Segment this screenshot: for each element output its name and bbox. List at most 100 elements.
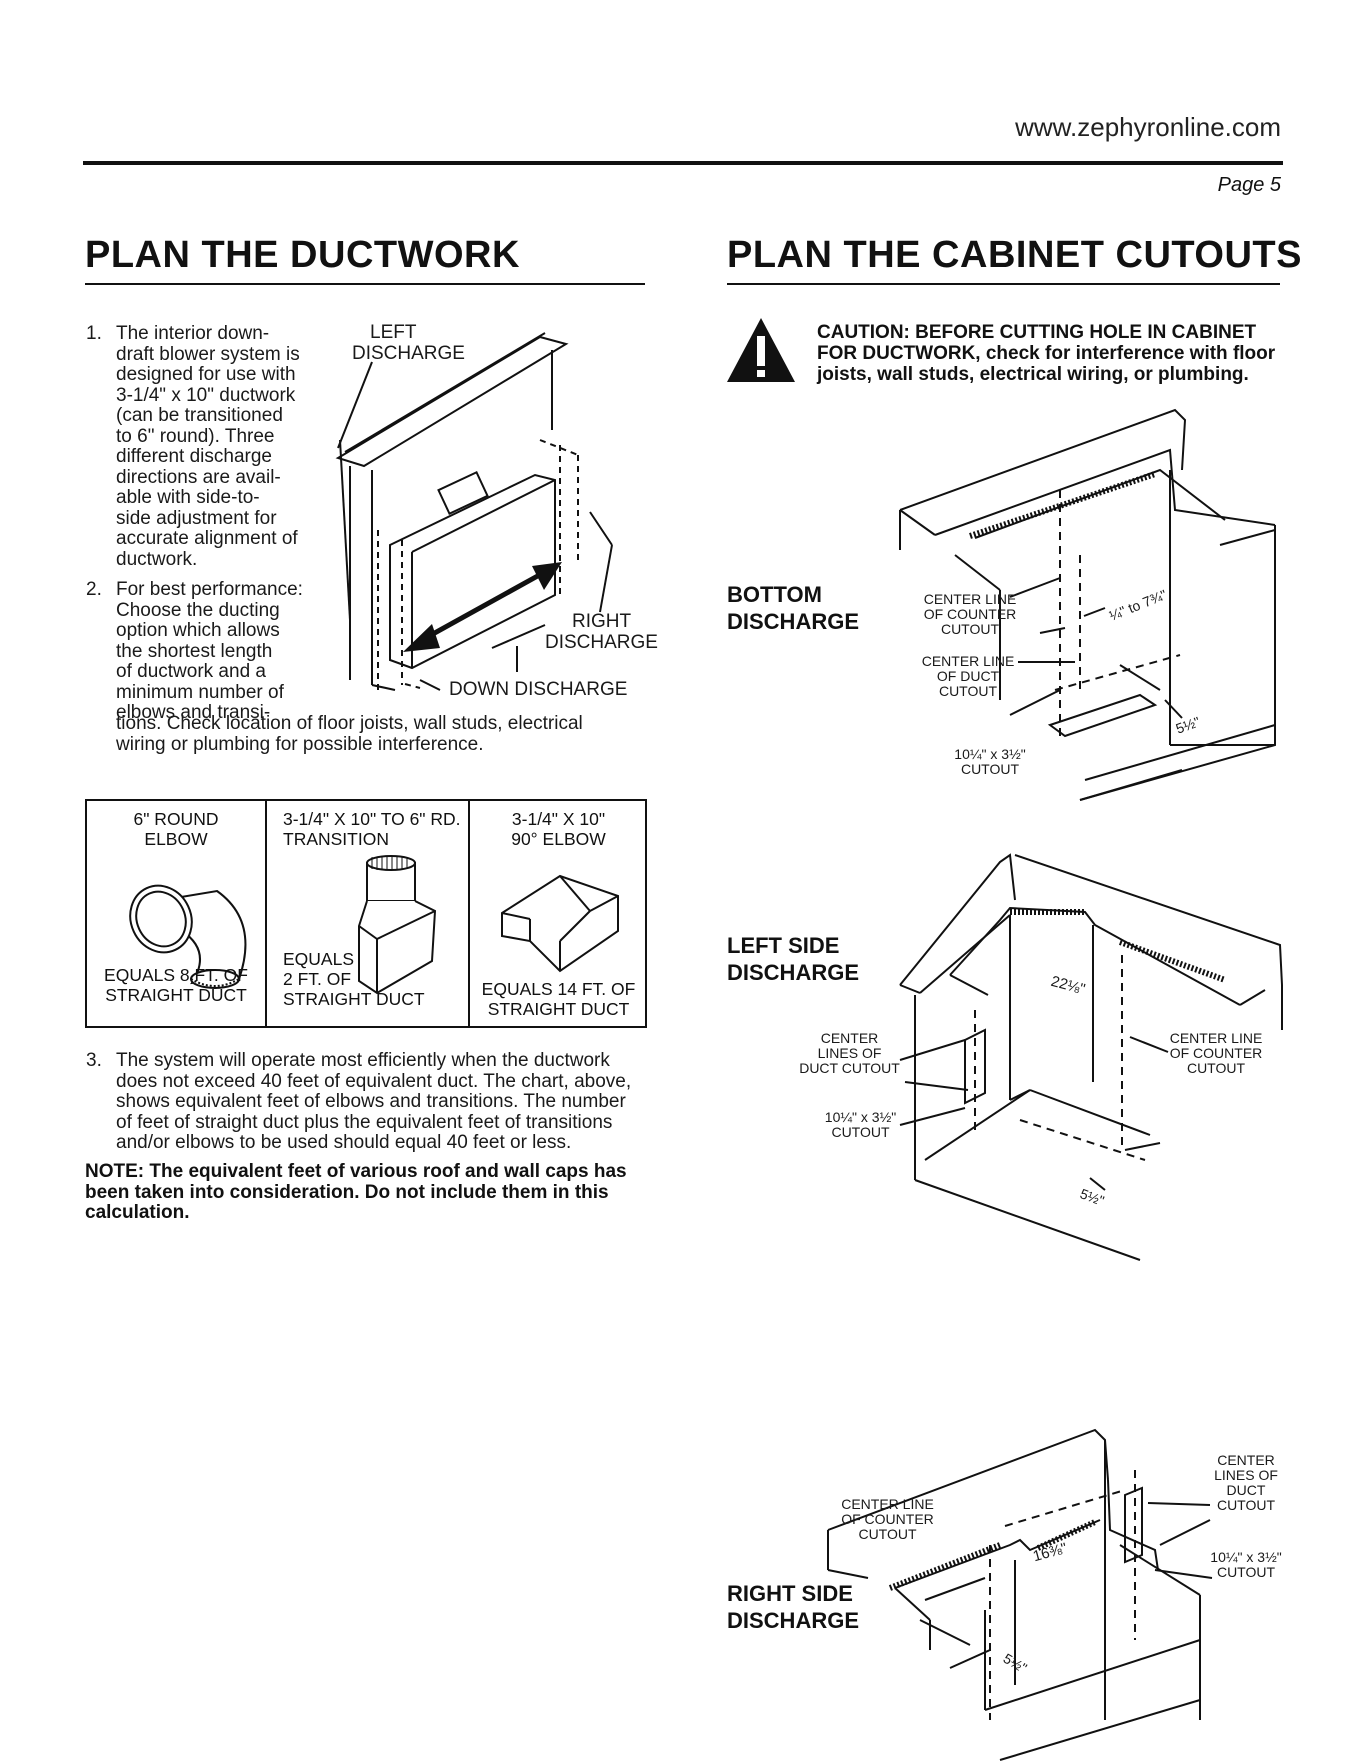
bottom-cl-counter-label: CENTER LINE OF COUNTER CUTOUT	[920, 592, 1020, 637]
website-url: www.zephyronline.com	[1015, 112, 1281, 142]
fitting-90-elbow: 3-1/4" X 10" 90° ELBOW EQUALS 14 FT. OF …	[468, 801, 647, 1026]
step-1-line: The interior down-	[116, 323, 270, 344]
fitting-title: 90° ELBOW	[511, 829, 606, 849]
label-line: DISCHARGE	[545, 632, 658, 653]
cutouts-title: PLAN THE CABINET CUTOUTS	[727, 234, 1302, 276]
left-cl-counter-label: CENTER LINE OF COUNTER CUTOUT	[1166, 1031, 1266, 1076]
note-line: calculation.	[85, 1202, 190, 1223]
step-1-line: draft blower system is	[116, 343, 300, 365]
fitting-title: TRANSITION	[283, 829, 389, 849]
step-3-line: of feet of straight duct plus the equiva…	[116, 1111, 613, 1133]
label-line: OF DUCT	[936, 668, 1000, 684]
step-1-line: accurate alignment of	[116, 528, 298, 549]
left-5-half-dimension: 5½"	[1077, 1185, 1107, 1209]
fitting-equals: STRAIGHT DUCT	[283, 989, 425, 1009]
page-number: Page 5	[1217, 174, 1281, 196]
bottom-discharge-label: BOTTOM DISCHARGE	[727, 581, 859, 635]
label-line: CUTOUT	[831, 1124, 890, 1140]
label-line: BOTTOM	[727, 582, 822, 607]
label-line: CUTOUT	[1216, 1497, 1276, 1513]
label-line: CENTER LINE	[1169, 1030, 1263, 1046]
caution-line: FOR DUCTWORK, check for interference wit…	[817, 343, 1276, 364]
step-1-line: (can be transitioned	[116, 405, 283, 426]
label-line: 10¼" x 3½"	[954, 746, 1026, 762]
step-3-line: and/or elbows to be used should equal 40…	[116, 1132, 572, 1153]
label-line: LINES OF	[817, 1045, 882, 1061]
label-line: 10¼" x 3½"	[1210, 1549, 1282, 1565]
fitting-title: 6" ROUND	[133, 809, 219, 829]
down-discharge-label: DOWN DISCHARGE	[449, 679, 628, 700]
bottom-range-dimension: ¼" to 7¾"	[1106, 586, 1169, 624]
label-line: DISCHARGE	[727, 1608, 860, 1633]
label-line: LEFT	[370, 322, 417, 343]
label-line: CENTER LINE	[841, 1496, 934, 1512]
label-line: CUTOUT	[858, 1526, 917, 1542]
ductwork-title: PLAN THE DUCTWORK	[85, 234, 520, 276]
right-cl-counter-label: CENTER LINE OF COUNTER CUTOUT	[835, 1497, 940, 1542]
fitting-equals: EQUALS 14 FT. OF	[481, 979, 636, 999]
label-line: CENTER LINE	[923, 591, 1017, 607]
bottom-cl-duct-label: CENTER LINE OF DUCT CUTOUT	[918, 654, 1018, 699]
fitting-transition: 3-1/4" X 10" TO 6" RD. TRANSITION EQUALS…	[265, 801, 468, 1026]
label-line: CUTOUT	[1216, 1564, 1276, 1580]
label-line: OF COUNTER	[1169, 1045, 1263, 1061]
left-discharge-label: LEFT DISCHARGE	[352, 322, 465, 364]
left-side-discharge-label: LEFT SIDE DISCHARGE	[727, 932, 859, 986]
step-1-line: different discharge	[116, 446, 272, 467]
left-22-dimension: 22⅛"	[1049, 972, 1087, 999]
fitting-equals: STRAIGHT DUCT	[487, 999, 630, 1019]
step-2-continued: tions. Check location of floor joists, w…	[116, 713, 656, 755]
step-1-line: designed for use with	[116, 364, 296, 385]
left-cutout-label: 10¼" x 3½" CUTOUT	[818, 1110, 903, 1140]
bottom-cutout-label: 10¼" x 3½" CUTOUT	[945, 747, 1035, 777]
fitting-equals: EQUALS	[283, 949, 354, 969]
step-2-line: wiring or plumbing for possible interfer…	[116, 733, 484, 755]
step-3: 3. The system will operate most efficien…	[86, 1050, 651, 1154]
label-line: LINES OF	[1214, 1467, 1278, 1483]
ductwork-title-rule	[85, 283, 645, 285]
caution-text: CAUTION: BEFORE CUTTING HOLE IN CABINET …	[817, 322, 1287, 385]
label-line: DISCHARGE	[727, 609, 860, 634]
fitting-round-elbow: 6" ROUND ELBOW EQUALS 8 FT. OF STRAIGHT …	[87, 801, 265, 1026]
step-2-line: the shortest length	[116, 640, 273, 662]
caution-line: joists, wall studs, electrical wiring, o…	[817, 364, 1249, 385]
label-line: RIGHT	[572, 611, 632, 632]
right-5-half-dimension: 5½"	[1000, 1650, 1030, 1677]
step-3-number: 3.	[86, 1050, 102, 1071]
label-line: 10¼" x 3½"	[824, 1109, 897, 1125]
note: NOTE: The equivalent feet of various roo…	[85, 1161, 650, 1224]
label-line: LEFT SIDE	[727, 933, 840, 958]
left-centers-label: CENTER LINES OF DUCT CUTOUT	[792, 1031, 907, 1076]
step-2-line: For best performance:	[116, 579, 303, 600]
rect-elbow-icon	[501, 874, 619, 973]
label-line: DUCT CUTOUT	[799, 1060, 900, 1076]
bottom-5-half-dimension: 5½"	[1173, 713, 1203, 737]
step-2-line: Choose the ducting	[116, 599, 280, 621]
label-line: CUTOUT	[938, 683, 998, 699]
note-line: been taken into consideration. Do not in…	[85, 1181, 609, 1203]
fitting-title: 3-1/4" X 10" TO 6" RD.	[283, 809, 461, 829]
step-1-line: able with side-to-	[116, 487, 260, 508]
step-3-line: The system will operate most efficiently…	[116, 1050, 610, 1071]
round-elbow-icon	[129, 884, 247, 989]
label-line: CENTER	[820, 1030, 879, 1046]
right-discharge-label: RIGHT DISCHARGE	[545, 611, 658, 653]
step-1-line: to 6" round). Three	[116, 425, 275, 447]
step-1-number: 1.	[86, 323, 102, 344]
step-3-line: shows equivalent feet of elbows and tran…	[116, 1091, 626, 1112]
step-2-line: option which allows	[116, 620, 280, 641]
step-1: 1. The interior down- draft blower syste…	[86, 323, 316, 570]
step-1-line: ductwork.	[116, 548, 198, 570]
fitting-title: 3-1/4" X 10"	[511, 809, 606, 829]
label-line: OF COUNTER	[923, 606, 1017, 622]
right-16-dimension: 16⅜"	[1031, 1539, 1069, 1566]
step-3-line: does not exceed 40 feet of equivalent du…	[116, 1070, 632, 1092]
label-line: CENTER	[1217, 1452, 1275, 1468]
step-2-line: tions. Check location of floor joists, w…	[116, 713, 583, 734]
right-side-discharge-label: RIGHT SIDE DISCHARGE	[727, 1580, 859, 1634]
warning-icon	[727, 318, 795, 382]
note-line: NOTE: The equivalent feet of various roo…	[85, 1161, 627, 1182]
fittings-table: 6" ROUND ELBOW EQUALS 8 FT. OF STRAIGHT …	[85, 799, 647, 1028]
fitting-equals: EQUALS 8 FT. OF	[104, 965, 248, 985]
transition-icon	[358, 855, 437, 995]
